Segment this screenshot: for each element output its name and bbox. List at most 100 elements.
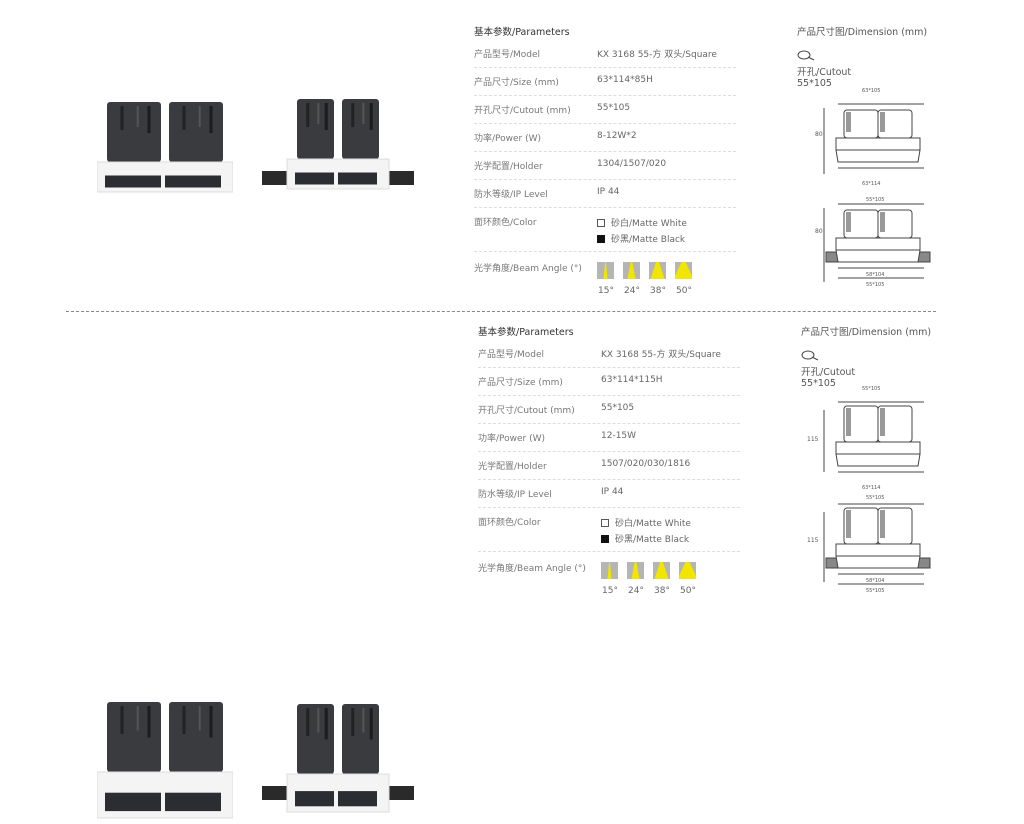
row-separator (478, 551, 740, 552)
beam-cone-icon (607, 562, 612, 579)
param-label: 功率/Power (W) (474, 134, 542, 144)
color-option: 砂白/Matte White (597, 216, 687, 229)
product-photo-white-trim (96, 698, 234, 824)
black-swatch (601, 535, 609, 543)
param-label: 产品型号/Model (478, 350, 545, 360)
param-value: 63*114*115H (601, 375, 663, 385)
row-separator (478, 395, 740, 396)
dimension-drawing-bottom-wrap (812, 194, 932, 298)
param-label: 面环颜色/Color (474, 218, 537, 228)
product-photo-trimless (262, 95, 414, 195)
beam-angle-label: 38° (654, 586, 670, 596)
dimension-drawing-bottom-wrap (812, 494, 932, 598)
beam-cone-icon (654, 562, 669, 579)
row-separator (474, 179, 736, 180)
param-value: KX 3168 55-方 双头/Square (601, 350, 721, 360)
white-swatch (597, 219, 605, 227)
dim-bottom-label: 55*105 (866, 282, 885, 288)
param-value: 55*105 (601, 403, 635, 413)
beam-angle-label: 50° (676, 286, 692, 296)
beam-angle-icon (649, 262, 666, 279)
row-separator (478, 423, 740, 424)
lamp-head (107, 702, 161, 772)
param-label: 光学配置/Holder (478, 462, 547, 472)
dim-height-label: 80 (815, 131, 823, 138)
beam-angle-icon (653, 562, 670, 579)
param-value: 8-12W*2 (597, 131, 637, 141)
param-label: 防水等级/IP Level (478, 490, 552, 500)
lamp-opening (165, 175, 221, 188)
dim-bottom-label: 55*105 (866, 588, 885, 594)
dim-bottom-label: 58*104 (866, 578, 885, 584)
color-option-label: 砂黑/Matte Black (615, 535, 690, 545)
param-value: IP 44 (601, 487, 624, 497)
dim-bottom-label: 58*104 (866, 272, 885, 278)
lamp-illustration (262, 99, 414, 190)
beam-angle-label: 50° (680, 586, 696, 596)
params-title: 基本参数/Parameters (478, 327, 574, 338)
row-separator (478, 507, 740, 508)
lamp-illustration (96, 702, 234, 819)
param-label: 防水等级/IP Level (474, 190, 548, 200)
beam-angle-label: 24° (624, 286, 640, 296)
mounting-flange (385, 171, 414, 185)
param-value: 63*114*85H (597, 75, 653, 85)
mounting-flange (262, 171, 291, 185)
row-separator (474, 251, 736, 252)
row-separator (478, 479, 740, 480)
color-option: 砂黑/Matte Black (597, 232, 685, 245)
dimension-drawing-bottom (823, 503, 931, 585)
lamp-opening (105, 175, 161, 188)
dim-height-label: 115 (807, 436, 819, 443)
lamp-head (342, 704, 379, 774)
lamp-opening (295, 172, 334, 185)
lamp-opening (295, 791, 334, 807)
param-label: 产品型号/Model (474, 50, 541, 60)
dimension-drawing-top (823, 103, 924, 174)
beam-angle-icon (601, 562, 618, 579)
cutout-value: 55*105 (801, 378, 836, 389)
dimension-title: 产品尺寸图/Dimension (mm) (797, 27, 928, 38)
beam-angle-icon (597, 262, 614, 279)
beam-cone-icon (650, 262, 665, 279)
lamp-opening (338, 172, 377, 185)
dim-height-label: 115 (807, 537, 819, 544)
lamp-opening (165, 792, 221, 812)
beam-cone-icon (673, 262, 694, 279)
param-label: 功率/Power (W) (478, 434, 546, 444)
lamp-head (297, 704, 334, 774)
lamp-illustration (262, 704, 414, 813)
param-value: IP 44 (597, 187, 620, 197)
beam-cone-icon (631, 562, 640, 579)
row-separator (474, 151, 736, 152)
beam-angle-icon (673, 262, 694, 279)
param-label: 光学角度/Beam Angle (°) (474, 264, 582, 274)
beam-angle-label: 15° (598, 286, 614, 296)
color-option-label: 砂白/Matte White (615, 519, 691, 529)
lamp-opening (105, 792, 161, 812)
cutout-label: 开孔/Cutout (801, 367, 856, 378)
beam-angle-label: 38° (650, 286, 666, 296)
lamp-head (342, 99, 379, 159)
dimension-drawing-top-wrap (812, 94, 932, 198)
beam-angle-label: 15° (602, 586, 618, 596)
param-value: KX 3168 55-方 双头/Square (597, 50, 717, 60)
dim-bottom-label: 63*114 (862, 485, 881, 491)
dimension-drawing-top-wrap (812, 392, 932, 496)
row-separator (478, 451, 740, 452)
lamp-illustration (96, 102, 234, 193)
dim-top-label: 55*105 (866, 197, 885, 203)
cutout-value: 55*105 (797, 78, 832, 89)
product-section: 基本参数/Parameters 产品型号/Model KX 3168 55-方 双头… (0, 300, 1024, 819)
beam-cone-icon (677, 562, 698, 579)
lamp-head (169, 102, 223, 162)
dim-top-label: 55*105 (866, 495, 885, 501)
dimension-title: 产品尺寸图/Dimension (mm) (801, 327, 932, 338)
hole-saw-icon (797, 46, 815, 65)
hole-saw-icon (801, 346, 819, 365)
lamp-head (107, 102, 161, 162)
beam-cone-icon (603, 262, 608, 279)
beam-cone-icon (627, 262, 636, 279)
row-separator (474, 207, 736, 208)
